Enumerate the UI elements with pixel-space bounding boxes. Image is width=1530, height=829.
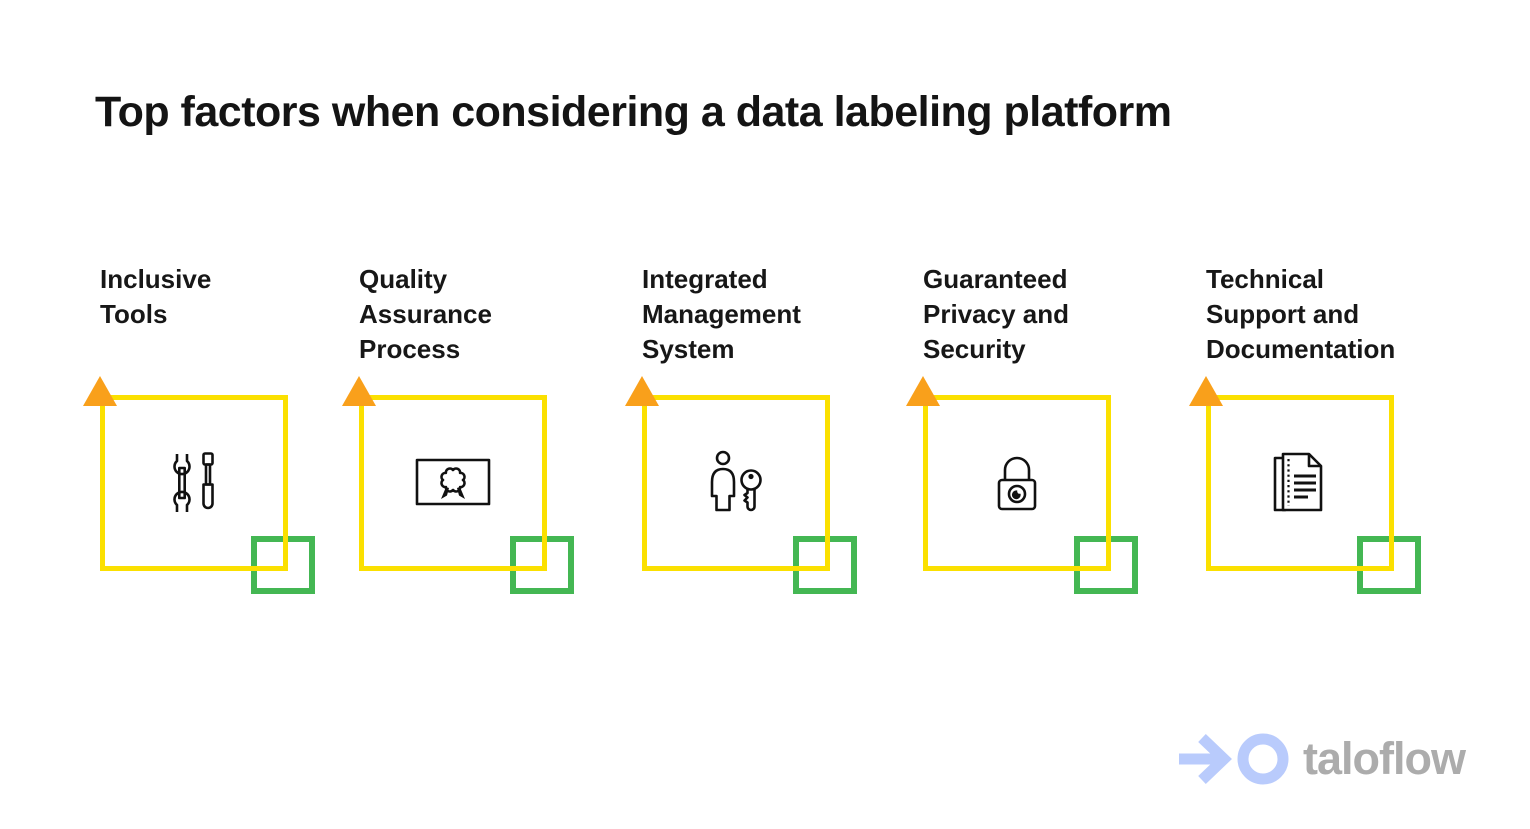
heading-line: System xyxy=(642,334,735,364)
heading-line: Privacy and xyxy=(923,299,1069,329)
heading-line: Management xyxy=(642,299,801,329)
heading-line: Inclusive xyxy=(100,264,212,294)
yellow-square-frame xyxy=(100,395,288,571)
factor-card-privacy-security: Guaranteed Privacy and Security xyxy=(906,262,1149,594)
factor-figure xyxy=(83,376,315,594)
orange-triangle-accent xyxy=(83,376,117,406)
person-key-icon xyxy=(642,395,830,571)
heading-line: Security xyxy=(923,334,1026,364)
yellow-square-frame xyxy=(923,395,1111,571)
orange-triangle-accent xyxy=(1189,376,1223,406)
heading-line: Support and xyxy=(1206,299,1360,329)
heading-line: Tools xyxy=(100,299,168,329)
orange-triangle-accent xyxy=(625,376,659,406)
heading-line: Integrated xyxy=(642,264,768,294)
factor-card-technical-support: Technical Support and Documentation xyxy=(1189,262,1432,594)
factor-heading: Technical Support and Documentation xyxy=(1206,262,1432,367)
document-icon xyxy=(1206,395,1394,571)
arrow-circle-logo-icon xyxy=(1179,733,1289,785)
heading-line: Guaranteed xyxy=(923,264,1068,294)
taloflow-logo: taloflow xyxy=(1178,729,1466,789)
factor-heading: Integrated Management System xyxy=(642,262,868,367)
factor-heading: Guaranteed Privacy and Security xyxy=(923,262,1149,367)
taloflow-wordmark: taloflow xyxy=(1303,733,1466,784)
factor-figure xyxy=(625,376,857,594)
page-title: Top factors when considering a data labe… xyxy=(95,88,1172,136)
factor-figure xyxy=(906,376,1138,594)
factor-card-inclusive-tools: Inclusive Tools xyxy=(83,262,326,594)
factor-card-quality-assurance: Quality Assurance Process xyxy=(342,262,585,594)
certificate-icon xyxy=(359,395,547,571)
factor-heading: Quality Assurance Process xyxy=(359,262,585,367)
heading-line: Technical xyxy=(1206,264,1325,294)
yellow-square-frame xyxy=(1206,395,1394,571)
factor-figure xyxy=(1189,376,1421,594)
heading-line: Assurance xyxy=(359,299,492,329)
yellow-square-frame xyxy=(642,395,830,571)
heading-line: Process xyxy=(359,334,461,364)
heading-line: Quality xyxy=(359,264,448,294)
heading-line: Documentation xyxy=(1206,334,1396,364)
factor-heading: Inclusive Tools xyxy=(100,262,326,332)
yellow-square-frame xyxy=(359,395,547,571)
wrench-screwdriver-icon xyxy=(100,395,288,571)
orange-triangle-accent xyxy=(342,376,376,406)
orange-triangle-accent xyxy=(906,376,940,406)
factor-figure xyxy=(342,376,574,594)
factor-card-integrated-management: Integrated Management System xyxy=(625,262,868,594)
padlock-icon xyxy=(923,395,1111,571)
